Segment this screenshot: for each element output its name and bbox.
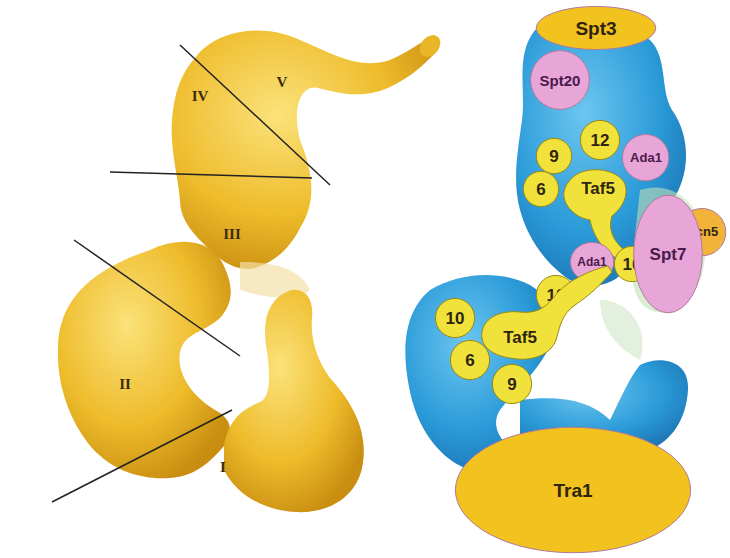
node-label: 10 (446, 310, 465, 327)
subunit-circle: Ada1 (622, 134, 669, 181)
region-label: V (277, 75, 288, 90)
node-outline (478, 268, 618, 360)
node-label: 12 (591, 132, 610, 149)
taf-circle: 9 (536, 138, 572, 174)
region-label: IV (192, 89, 209, 104)
region-label: III (223, 227, 241, 242)
taf5-shape: Taf5 (478, 268, 618, 360)
taf-circle: 9 (492, 364, 532, 404)
node-label: Spt20 (540, 73, 581, 88)
subunit-ellipse: Spt3 (535, 6, 657, 50)
node-label: Taf5 (503, 329, 537, 346)
region-label: II (119, 377, 131, 392)
taf-circle: 12 (580, 120, 620, 160)
node-label: 6 (536, 181, 545, 198)
taf-circle: 10 (435, 298, 475, 338)
node-label: Ada1 (630, 151, 662, 164)
node-label: Taf5 (581, 180, 615, 197)
node-label: 9 (507, 376, 516, 393)
yellow-density (52, 30, 445, 512)
blue-density (405, 20, 705, 470)
node-label: Spt7 (650, 246, 687, 263)
subunit-ellipse: Spt7 (633, 194, 703, 314)
node-label: Tra1 (553, 481, 592, 500)
subunit-ellipse: Tra1 (453, 426, 693, 554)
taf-circle: 6 (450, 340, 490, 380)
node-label: Ada1 (577, 256, 606, 268)
node-label: Spt3 (575, 19, 616, 38)
node-label: 6 (465, 352, 474, 369)
region-label: I (220, 460, 226, 475)
node-label: 9 (549, 148, 558, 165)
subunit-circle: Spt20 (530, 50, 590, 110)
taf-circle: 6 (523, 171, 559, 207)
